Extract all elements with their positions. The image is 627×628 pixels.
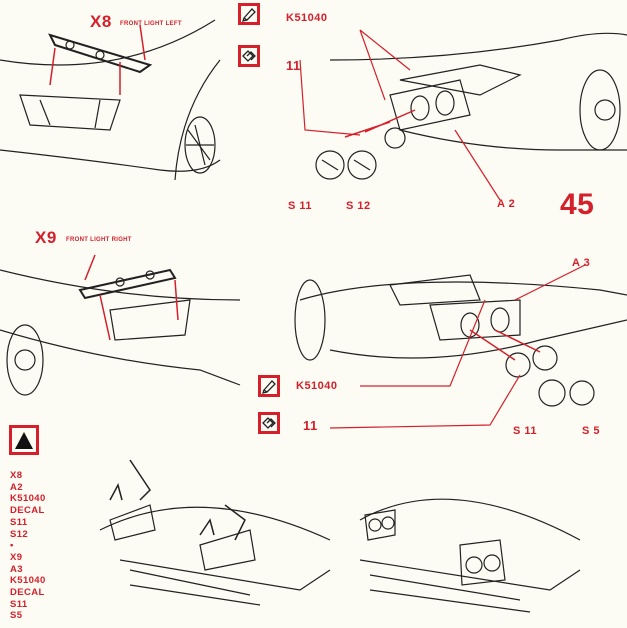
- panel-x9-drawing: [0, 254, 241, 396]
- parts-list-item: S11: [10, 598, 28, 610]
- page-number: 45: [560, 188, 595, 221]
- part-11-top: 11: [286, 58, 301, 73]
- part-s5: S 5: [582, 425, 601, 437]
- panel-x8-drawing: [0, 19, 221, 181]
- parts-list-item: K51040: [10, 493, 46, 505]
- clear-parts-icon: [238, 45, 260, 67]
- paint-brush-icon: [258, 375, 280, 397]
- parts-list-item: K51040: [10, 575, 46, 587]
- clear-parts-icon: [258, 412, 280, 434]
- parts-list-item: S5: [10, 610, 23, 622]
- paint-brush-icon: [238, 3, 260, 25]
- panel-open-lights-drawing: [99, 459, 331, 606]
- part-s11-top: S 11: [288, 200, 313, 212]
- step-caption-x9: FRONT LIGHT RIGHT: [66, 237, 132, 243]
- panel-a2-drawing: [299, 29, 627, 201]
- panel-a3-drawing: [294, 264, 627, 429]
- panel-raised-lights-drawing: [359, 498, 581, 613]
- step-caption-x8: FRONT LIGHT LEFT: [120, 21, 182, 27]
- triangle-warning-icon: [9, 425, 39, 455]
- step-code-x8: X8: [90, 12, 112, 31]
- parts-list-item: DECAL: [10, 587, 45, 599]
- parts-list-separator: •: [10, 540, 14, 552]
- parts-list-item: DECAL: [10, 505, 45, 517]
- parts-list: X8 A2 K51040 DECAL S11 S12 • X9 A3 K5104…: [10, 470, 46, 622]
- parts-list-item: S11: [10, 516, 28, 528]
- part-s12-top: S 12: [346, 200, 371, 212]
- parts-list-item: A2: [10, 481, 23, 493]
- part-s11-mid: S 11: [513, 425, 538, 437]
- part-11-mid: 11: [303, 418, 318, 433]
- part-a2: A 2: [497, 198, 516, 210]
- part-k51040-top: K51040: [286, 12, 328, 24]
- parts-list-item: S12: [10, 528, 29, 540]
- step-code-x9: X9: [35, 228, 57, 247]
- parts-list-item: A3: [10, 563, 23, 575]
- parts-list-item: X9: [10, 551, 23, 563]
- parts-list-item: X8: [10, 470, 23, 481]
- part-a3: A 3: [572, 257, 591, 269]
- part-k51040-mid: K51040: [296, 380, 338, 392]
